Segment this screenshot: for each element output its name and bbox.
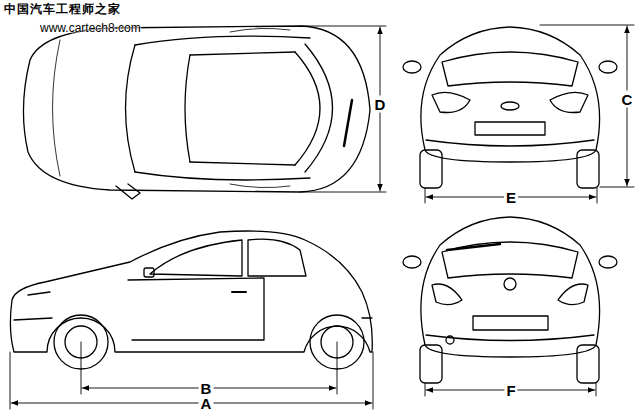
dimension-letter: F xyxy=(504,382,517,399)
front-view xyxy=(403,27,617,188)
side-view xyxy=(10,231,372,369)
dimension-letter: E xyxy=(504,189,518,206)
rear-view xyxy=(403,217,617,383)
dimension-lines xyxy=(10,25,634,409)
top-view xyxy=(23,26,370,199)
dimension-letter: C xyxy=(620,91,635,108)
watermark: 中国汽车工程师之家 xyxy=(4,3,121,15)
watermark-url: www.cartech8.com xyxy=(40,22,141,34)
dimension-letter: D xyxy=(373,96,388,113)
dimension-letter: A xyxy=(199,395,214,412)
